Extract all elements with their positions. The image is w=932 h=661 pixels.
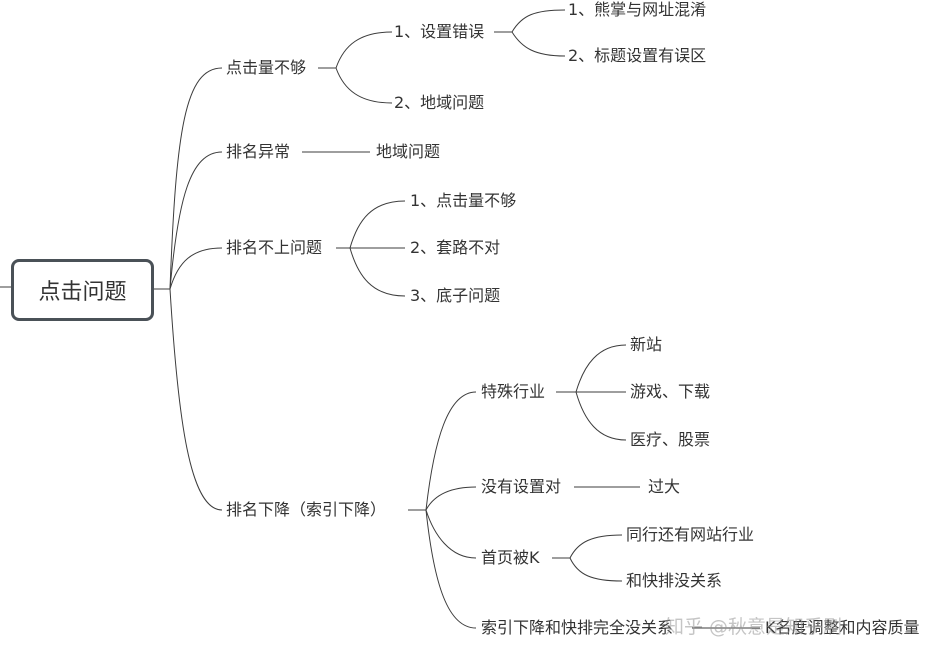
node-ranking-abnormal[interactable]: 排名异常 [226, 142, 291, 161]
node-games-download[interactable]: 游戏、下载 [630, 382, 711, 401]
watermark: 知乎 @秋意是知乎刷 [665, 616, 843, 638]
node-setting-error[interactable]: 1、设置错误 [394, 22, 485, 41]
node-index-drop-unrelated[interactable]: 索引下降和快排完全没关系 [481, 618, 674, 637]
root-label: 点击问题 [38, 280, 127, 305]
node-peer-sites[interactable]: 同行还有网站行业 [626, 525, 755, 544]
node-region-issue-2[interactable]: 地域问题 [376, 142, 441, 161]
node-too-large[interactable]: 过大 [648, 477, 681, 496]
node-not-set-right[interactable]: 没有设置对 [481, 477, 562, 496]
node-foundation-issue[interactable]: 3、底子问题 [410, 286, 501, 305]
node-xiongzhang-url[interactable]: 1、熊掌与网址混淆 [568, 0, 707, 19]
node-title-setting[interactable]: 2、标题设置有误区 [568, 46, 707, 65]
node-click-volume[interactable]: 点击量不够 [226, 58, 307, 77]
node-unrelated-fast-rank[interactable]: 和快排没关系 [626, 571, 723, 590]
node-special-industry[interactable]: 特殊行业 [481, 382, 546, 401]
node-new-site[interactable]: 新站 [630, 335, 663, 354]
node-not-ranking[interactable]: 排名不上问题 [226, 238, 323, 257]
node-click-insufficient[interactable]: 1、点击量不够 [410, 191, 517, 210]
node-wrong-routine[interactable]: 2、套路不对 [410, 238, 501, 257]
node-k-adjust-quality[interactable]: K名度调整和内容质量 [765, 618, 920, 637]
node-medical-stocks[interactable]: 医疗、股票 [630, 430, 711, 449]
node-ranking-drop[interactable]: 排名下降（索引下降） [226, 500, 387, 519]
root-node[interactable]: 点击问题 [11, 259, 154, 321]
node-homepage-k[interactable]: 首页被K [481, 548, 540, 567]
node-region-issue-1[interactable]: 2、地域问题 [394, 93, 485, 112]
